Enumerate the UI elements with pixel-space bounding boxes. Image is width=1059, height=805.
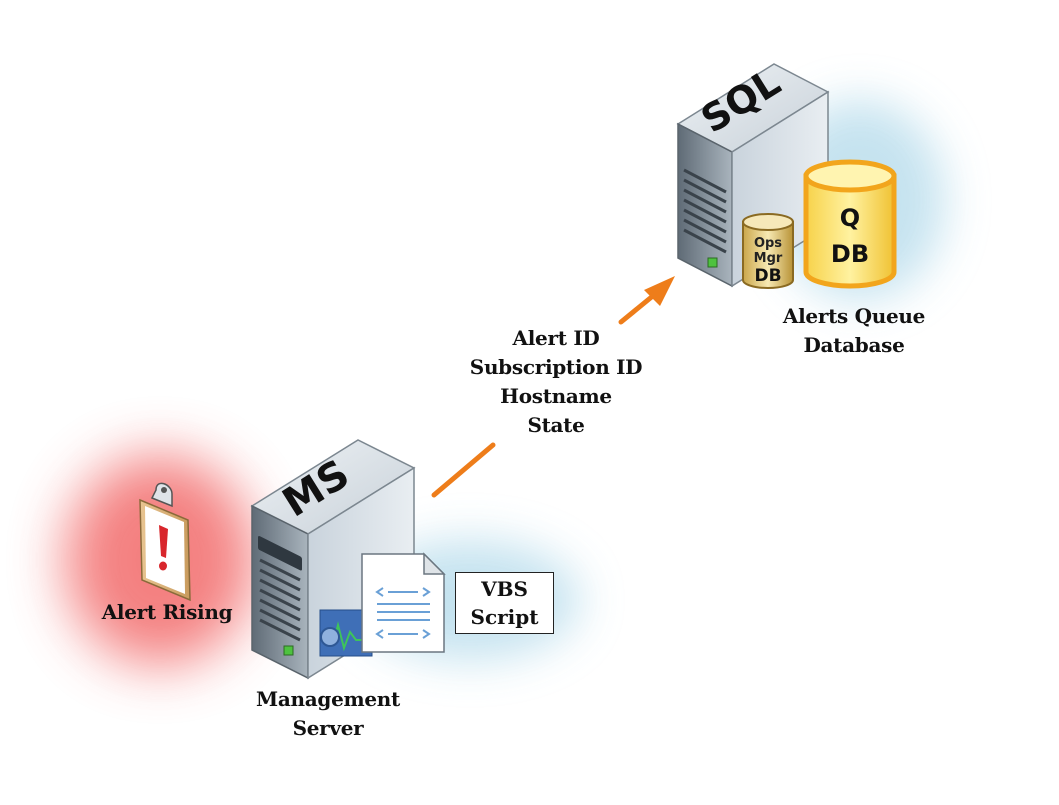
vbs-line-1: VBS (481, 577, 528, 601)
opsmgr-db-icon: Ops Mgr DB (742, 213, 794, 289)
management-server-icon: MS (250, 439, 416, 680)
payload-fields-label: Alert ID Subscription ID Hostname State (450, 324, 662, 440)
queue-db-line-1: Q (840, 204, 860, 232)
alerts-queue-database-label: Alerts Queue Database (772, 302, 936, 360)
queue-db-icon: Q DB (803, 159, 897, 289)
queue-db-line-2: DB (831, 240, 869, 268)
alert-label-text: Alert Rising (101, 600, 233, 624)
script-document-icon (319, 552, 446, 657)
queue-label-line-1: Alerts Queue (782, 304, 926, 328)
opsmgr-db-line-2: Mgr (754, 251, 783, 266)
management-server-label: Management Server (238, 685, 418, 743)
opsmgr-db-line-1: Ops (754, 236, 782, 251)
payload-line-1: Alert ID (512, 326, 600, 350)
ms-label-line-2: Server (292, 716, 364, 740)
ms-label-line-1: Management (256, 687, 400, 711)
payload-line-4: State (527, 413, 585, 437)
queue-label-line-2: Database (803, 333, 905, 357)
gear-icon (320, 627, 340, 647)
alert-clipboard-icon (139, 482, 191, 602)
vbs-line-2: Script (470, 605, 539, 629)
flow-arrow (431, 276, 675, 498)
payload-line-2: Subscription ID (469, 355, 643, 379)
opsmgr-db-line-3: DB (754, 266, 781, 286)
arrow-head-icon (644, 276, 675, 306)
payload-line-3: Hostname (500, 384, 612, 408)
vbs-script-label: VBS Script (455, 572, 554, 634)
alert-rising-label: Alert Rising (92, 598, 242, 627)
